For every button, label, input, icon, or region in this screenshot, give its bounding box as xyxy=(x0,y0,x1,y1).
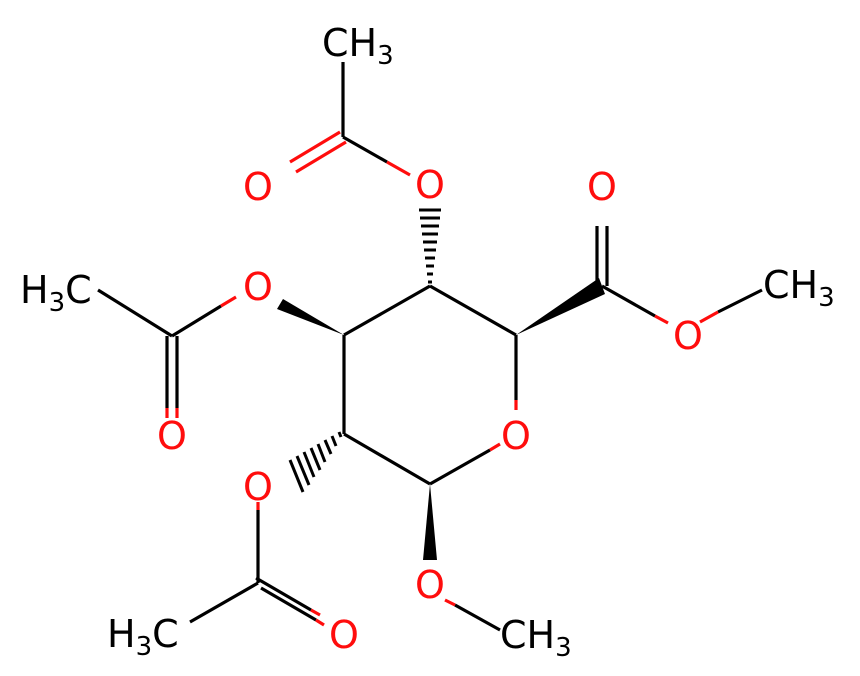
atom-labels: CH3 O O O H3C O CH3 O O O O O H3C O CH3 xyxy=(20,21,835,663)
bond-cester-o xyxy=(601,284,656,318)
atom-h3c-left: H3C xyxy=(20,268,92,318)
bond-lower-dbl-b xyxy=(260,586,317,622)
bond-o-methyl-right-red xyxy=(699,310,719,324)
atom-o-top-ester: O xyxy=(415,163,445,207)
bond-top-carbonyl-b xyxy=(295,140,347,174)
bond-methoxy-o xyxy=(444,598,456,607)
bond-c-ca xyxy=(342,135,388,164)
bond-c1-ring-o xyxy=(429,448,491,486)
atom-o-ring: O xyxy=(501,414,531,458)
atom-o-mid-ester: O xyxy=(243,265,273,309)
atom-ch3-bottom: CH3 xyxy=(500,613,572,663)
atom-ch3-top: CH3 xyxy=(322,21,394,71)
bond-lower-carbonyl-b xyxy=(315,618,325,627)
bond-h3c-c-left xyxy=(97,288,173,338)
bond-c3-c4 xyxy=(343,284,431,337)
hash-c4-o xyxy=(419,208,441,284)
stereo-bonds xyxy=(277,208,605,560)
bond-top-ester-o xyxy=(386,160,411,177)
atom-o-low-ester: O xyxy=(243,465,273,509)
oxygen-bonds xyxy=(165,130,719,627)
atom-h3c-bottom-left: H3C xyxy=(107,612,179,662)
bond-o-methyl-right xyxy=(717,288,763,314)
wedge-c1-methoxy xyxy=(423,484,437,560)
hash-c2-o xyxy=(288,431,343,493)
atom-o-top-carbonyl: O xyxy=(243,165,273,209)
bond-c-o-left xyxy=(171,304,222,338)
wedge-c3-o xyxy=(277,299,344,335)
bond-c-h3c-lower xyxy=(189,581,259,624)
atom-o-mid-carbonyl: O xyxy=(157,414,187,458)
atom-o-methoxy: O xyxy=(415,563,445,607)
bond-ring-o-c1 xyxy=(489,442,501,452)
bond-c4-c5 xyxy=(429,284,517,337)
bond-top-carbonyl-a xyxy=(289,130,341,164)
atom-o-ester-ether: O xyxy=(673,314,703,358)
wedge-c5-ester xyxy=(516,278,605,335)
bond-o-ch3-methoxy xyxy=(454,603,501,632)
bond-left-ester-o xyxy=(220,295,237,308)
bond-ester-ether-o xyxy=(654,314,669,325)
bond-c2-c1 xyxy=(343,432,431,486)
atom-ch3-right: CH3 xyxy=(763,263,835,313)
atom-o-ester-carbonyl: O xyxy=(587,165,617,209)
bond-lower-carbonyl-a xyxy=(310,608,321,617)
atom-o-bottom-carbonyl: O xyxy=(329,613,359,657)
bond-lower-dbl-a xyxy=(255,576,312,612)
carbon-bonds xyxy=(97,62,763,632)
